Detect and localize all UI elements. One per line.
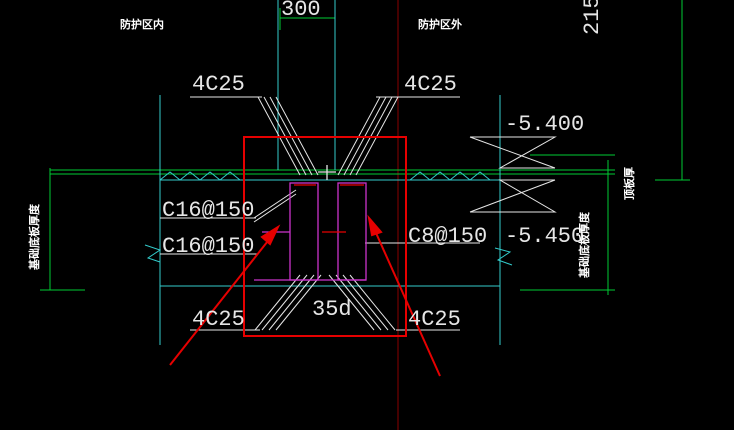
red-arrow-right: [367, 214, 441, 377]
elevation-top-label: -5.400: [505, 112, 584, 137]
right-zone-note: 防护区外: [418, 17, 462, 31]
elevation-bottom-label: -5.450: [505, 224, 584, 249]
rebar-top-right-label: 4C25: [404, 72, 457, 97]
red-rebar-marks: [294, 184, 364, 233]
stirrup-label: C8@150: [408, 224, 487, 249]
structure-outline: [144, 0, 513, 345]
red-arrow-left: [169, 224, 281, 366]
highlight-frame: [243, 136, 407, 337]
anchor-length-label: 35d: [312, 297, 352, 322]
vertical-note-right-low: 基础底板厚度: [577, 211, 591, 279]
dim-300-label: 300: [281, 0, 321, 22]
elevation-markers: [469, 136, 557, 213]
rebar-diagonals-bottom: [160, 189, 480, 331]
c16-top-label: C16@150: [162, 198, 254, 223]
left-zone-note: 防护区内: [120, 17, 164, 31]
column-top-tick: [318, 165, 336, 180]
vertical-note-left: 基础底板厚度: [27, 203, 41, 271]
rebar-bottom-left-label: 4C25: [192, 307, 245, 332]
rebar-top-left-label: 4C25: [192, 72, 245, 97]
dim-215-label: 215: [580, 0, 605, 35]
vertical-note-right-high: 顶板厚: [622, 167, 636, 200]
rebar-bottom-right-label: 4C25: [408, 307, 461, 332]
c16-bottom-label: C16@150: [162, 234, 254, 259]
